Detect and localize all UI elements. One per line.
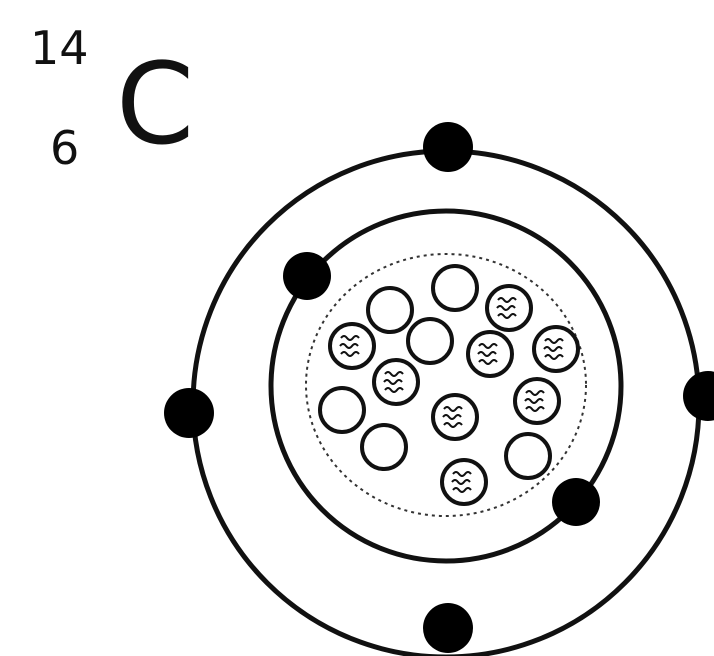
proton — [433, 395, 477, 439]
proton — [468, 332, 512, 376]
electron — [423, 122, 473, 172]
neutron — [368, 288, 412, 332]
proton — [487, 286, 531, 330]
proton — [515, 379, 559, 423]
neutron — [362, 425, 406, 469]
neutron — [320, 388, 364, 432]
electron — [423, 603, 473, 653]
element-symbol: C — [116, 40, 194, 170]
electron — [683, 371, 714, 421]
atomic-number: 6 — [50, 121, 79, 175]
neutron — [506, 434, 550, 478]
electron — [164, 388, 214, 438]
proton — [374, 360, 418, 404]
isotope-notation: 14 6 C — [30, 21, 194, 175]
electron — [283, 252, 331, 300]
mass-number: 14 — [30, 21, 89, 75]
proton — [330, 324, 374, 368]
neutron — [408, 319, 452, 363]
neutron — [433, 266, 477, 310]
electron — [552, 478, 600, 526]
nucleus — [320, 266, 578, 504]
proton — [534, 327, 578, 371]
proton — [442, 460, 486, 504]
